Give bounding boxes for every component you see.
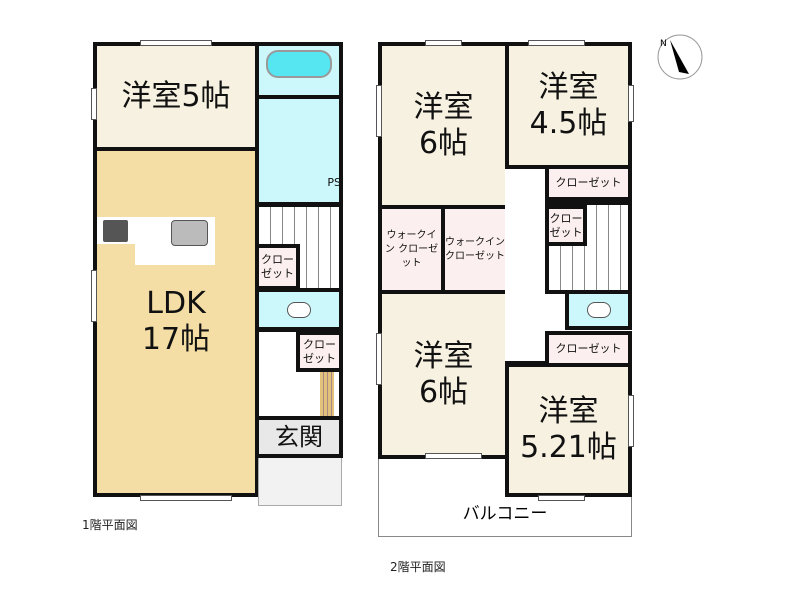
floor2-title: 2階平面図 [390, 560, 446, 574]
room-western-5: 洋室5帖 [93, 42, 259, 151]
window [91, 270, 97, 322]
closet-label: クロー ゼット [549, 211, 583, 239]
porch [258, 458, 342, 506]
closet: クローゼット [545, 165, 632, 201]
bathroom [255, 42, 343, 99]
room-label: バルコニー [462, 504, 548, 524]
window [140, 495, 232, 501]
window [628, 395, 634, 447]
closet-label: クロー ゼット [303, 337, 336, 365]
room-label: 洋室 5.21帖 [520, 394, 617, 465]
window [425, 40, 462, 46]
closet-label: ウォークイン クローゼット [445, 236, 505, 262]
room-label: 洋室 6帖 [413, 338, 474, 410]
closet-label: クロー ゼット [261, 253, 294, 280]
toilet-icon [287, 301, 311, 318]
hallway [505, 165, 549, 365]
window [425, 453, 482, 459]
shoe-rack [320, 372, 334, 420]
room-label: LDK [146, 286, 206, 321]
washroom: PS [255, 95, 343, 206]
window [91, 88, 97, 120]
bathtub-icon [266, 49, 332, 78]
compass-icon: N [657, 34, 703, 80]
window [140, 40, 212, 46]
closet: クローゼット [545, 331, 632, 367]
closet: クロー ゼット [255, 244, 300, 290]
sink-icon [171, 220, 208, 246]
closet-label: クローゼット [555, 176, 622, 189]
stove-icon [103, 220, 128, 242]
svg-text:N: N [660, 39, 667, 49]
toilet [255, 288, 343, 331]
floor1-title: 1階平面図 [82, 518, 138, 532]
toilet-icon [586, 302, 611, 318]
closet: クロー ゼット [296, 331, 343, 372]
room-label: 玄関 [275, 423, 323, 451]
window [528, 40, 585, 46]
room-label: 洋室 6帖 [413, 89, 474, 161]
window [538, 495, 585, 501]
room-label: 洋室 4.5帖 [529, 69, 608, 141]
room-size: 17帖 [141, 322, 211, 357]
window [376, 333, 382, 385]
walk-in-closet: ウォークイン クローゼット [441, 205, 509, 294]
closet-label: クローゼット [555, 342, 622, 355]
closet-label: ウォークイン クローゼット [384, 229, 439, 269]
walk-in-closet: ウォークイン クローゼット [378, 205, 445, 294]
window [628, 85, 634, 122]
room-western-6-top: 洋室 6帖 [378, 42, 509, 209]
entrance: 玄関 [255, 416, 343, 458]
room-western-5-21: 洋室 5.21帖 [505, 363, 632, 497]
window [376, 85, 382, 137]
room-western-6-bottom: 洋室 6帖 [378, 290, 509, 459]
room-ldk: LDK 17帖 [93, 147, 259, 497]
toilet [565, 290, 632, 330]
room-western-4-5: 洋室 4.5帖 [505, 42, 632, 169]
closet: クロー ゼット [545, 205, 587, 246]
ps-label: PS [327, 176, 341, 189]
room-label: 洋室5帖 [121, 78, 231, 114]
